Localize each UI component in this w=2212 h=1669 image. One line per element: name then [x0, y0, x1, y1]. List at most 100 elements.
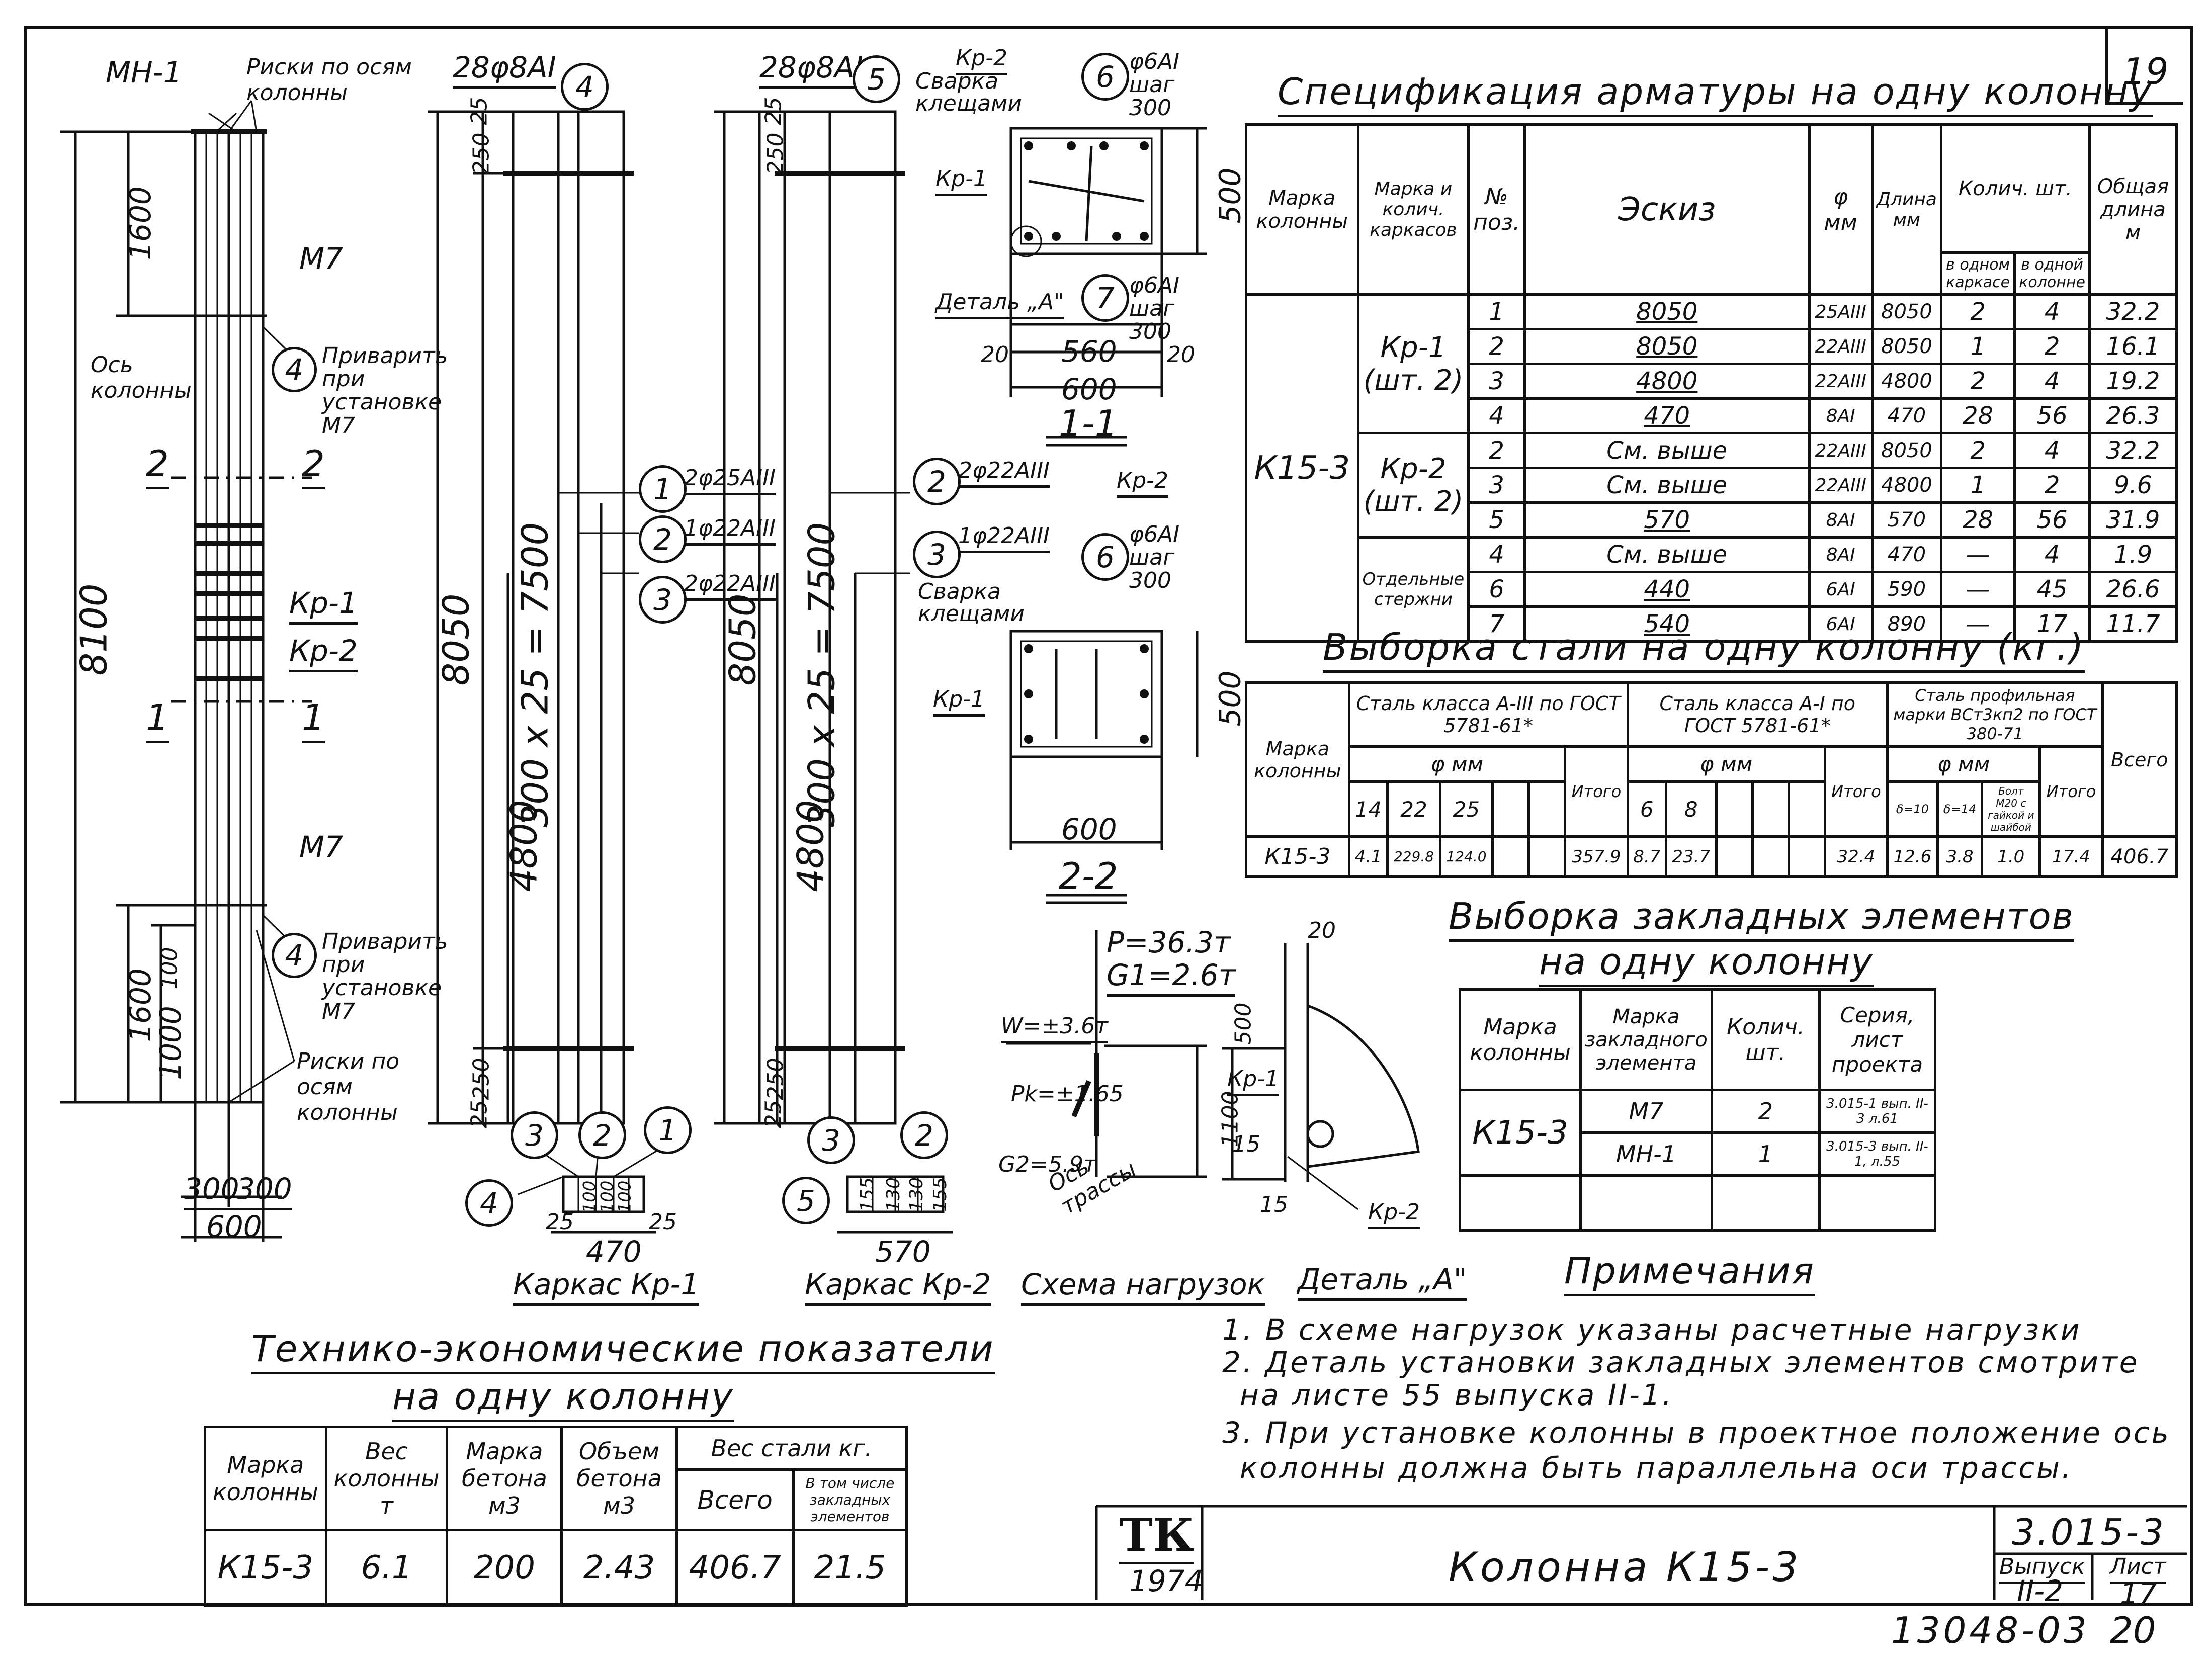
emb-h-series: Серия, лист проекта: [1818, 988, 1936, 1091]
steel-a1-empty: [1715, 780, 1754, 838]
spec-h-total: Общая длина м: [2088, 123, 2178, 296]
load-g2: G2=5.9т: [998, 1152, 1096, 1177]
steel-h-vsego: Всего: [2101, 681, 2178, 838]
detail-kr2: Кр-2: [1368, 1199, 1420, 1229]
steel-prof-itogo: 17.4: [2038, 835, 2104, 878]
sheet-frame: [24, 26, 2193, 1606]
section-1-right: 1: [302, 696, 325, 743]
emb-column-mark: К15-3: [1458, 1089, 1582, 1177]
steel-a3-dia-0: 14: [1347, 780, 1389, 838]
load-p: P=36.3т: [1107, 925, 1231, 959]
s22-kr2: Кр-2: [1117, 468, 1169, 498]
steel-a1-val-1: 23.7: [1664, 835, 1718, 878]
spec-tot: 26.6: [2088, 571, 2178, 608]
kr2-label-left: Кр-2: [289, 634, 358, 672]
spec-sketch: См. выше: [1523, 536, 1811, 573]
tep-row-incl: 21.5: [792, 1529, 908, 1607]
sheet-number: 19: [2122, 50, 2169, 93]
spec-dia: 22АIII: [1808, 467, 1874, 504]
steel-prof-val-0: 12.6: [1886, 835, 1939, 878]
steel-a1-itogo: 32.4: [1823, 835, 1889, 878]
spec-sketch: 440: [1523, 571, 1811, 608]
section-1-left: 1: [146, 696, 169, 743]
spec-qc: 2: [1939, 432, 2016, 469]
steel-a1-val-0: 8.7: [1626, 835, 1667, 878]
spec-tot: 9.6: [2088, 467, 2178, 504]
tep-h-volume: Объем бетона м3: [560, 1426, 678, 1531]
tep-table: Марка колонны Вес колонны т Марка бетона…: [204, 1426, 908, 1607]
detail-dim-15b: 15: [1260, 1192, 1288, 1217]
load-g1: G1=2.6т: [1107, 958, 1236, 997]
spec-qk: 4: [2013, 432, 2091, 469]
kr2-dim-pitch: 300 x 25 = 7500: [800, 522, 843, 828]
weld-note-bottom: Приварить при установке М7: [322, 929, 448, 1024]
spec-h-qty-cage: в одном каркасе: [1939, 251, 2016, 296]
kr1-bar1: 2φ25АIII: [684, 465, 776, 495]
spec-len: 8050: [1870, 293, 1942, 330]
dim-300-right: 300: [236, 1172, 292, 1210]
s11-kr2: Кр-2: [956, 45, 1008, 75]
kr2-bottom-circle-5: 5: [782, 1177, 830, 1224]
spec-group-kr2: Кр-2 (шт. 2): [1356, 432, 1470, 539]
kr2-dim-b0: 155: [857, 1177, 878, 1212]
spec-h-sketch: Эскиз: [1523, 123, 1811, 296]
spec-qk: 56: [2013, 397, 2091, 434]
axis-column-label: Ось колонны: [91, 352, 192, 403]
spec-qk: 2: [2013, 328, 2091, 365]
spec-qc: 1: [1939, 328, 2016, 365]
kr2-dim-570: 570: [875, 1235, 931, 1269]
dim-1000: 1000: [153, 1006, 188, 1080]
spec-qk: 56: [2013, 501, 2091, 539]
embedded-title-2: на одну колонну: [1539, 940, 1874, 987]
kr2-circle-2: 2: [913, 458, 961, 505]
spec-sketch: См. выше: [1523, 467, 1811, 504]
kr2-dim-4800: 4800: [789, 800, 832, 892]
spec-len: 8050: [1870, 328, 1942, 365]
kr1-dim-b4: 25: [649, 1209, 677, 1235]
spec-qc: —: [1939, 605, 2016, 643]
tep-h-concrete: Марка бетона м3: [446, 1426, 563, 1531]
spec-sketch: 4800: [1523, 363, 1811, 400]
s11-stirrup-6: φ6АI шаг 300: [1129, 49, 1180, 121]
spec-sketch: 540: [1523, 605, 1811, 643]
s22-weld: Сварка клещами: [918, 579, 1025, 627]
emb-elem: МН-1: [1579, 1131, 1713, 1177]
steel-a1-dia-1: 8: [1664, 780, 1718, 838]
spec-h-dia: φ мм: [1808, 123, 1874, 296]
spec-len: 470: [1870, 397, 1942, 434]
steel-vsego: 406.7: [2101, 835, 2178, 878]
note-3b: колонны должна быть параллельна оси трас…: [1240, 1451, 2073, 1485]
spec-len: 4800: [1870, 363, 1942, 400]
steel-a3-empty: [1527, 780, 1567, 838]
detail-dim-15a: 15: [1232, 1131, 1260, 1157]
spec-qc: 1: [1939, 467, 2016, 504]
footer-code: 13048-03: [1891, 1609, 2090, 1651]
emb-qty: 2: [1710, 1089, 1821, 1134]
s22-circle-6: 6: [1081, 533, 1129, 581]
spec-sketch: См. выше: [1523, 432, 1811, 469]
s11-weld: Сварка клещами: [915, 68, 1022, 116]
spec-dia: 22АIII: [1808, 363, 1874, 400]
spec-qk: 4: [2013, 363, 2091, 400]
steel-h-a1: Сталь класса А-I по ГОСТ 5781-61*: [1626, 681, 1889, 748]
spec-dia: 6АI: [1808, 605, 1874, 643]
kr2-dim-25-top: 25: [760, 97, 787, 125]
tep-row-volume: 2.43: [560, 1529, 678, 1607]
steel-a1-empty: [1751, 835, 1790, 878]
spec-tot: 11.7: [2088, 605, 2178, 643]
spec-qc: 2: [1939, 363, 2016, 400]
detail-dim-500: 500: [1230, 1002, 1256, 1045]
s22-stirrup-6: φ6АI шаг 300: [1129, 521, 1180, 594]
title-sheet: 17: [2120, 1576, 2157, 1611]
steel-h-prof: Сталь профильная марки ВСт3кп2 по ГОСТ 3…: [1886, 681, 2104, 748]
spec-pos: 2: [1467, 328, 1526, 365]
spec-dia: 22АIII: [1808, 328, 1874, 365]
footer-page: 20: [2110, 1609, 2156, 1651]
dim-1600-top: 1600: [123, 186, 157, 260]
kr2-bottom-circle-3: 3: [807, 1116, 855, 1164]
spec-sketch: 8050: [1523, 328, 1811, 365]
steel-h-a3: Сталь класса А-III по ГОСТ 5781-61*: [1347, 681, 1629, 748]
spec-group-kr1: Кр-1 (шт. 2): [1356, 293, 1470, 434]
tep-h-steel: Вес стали кг.: [675, 1426, 908, 1471]
